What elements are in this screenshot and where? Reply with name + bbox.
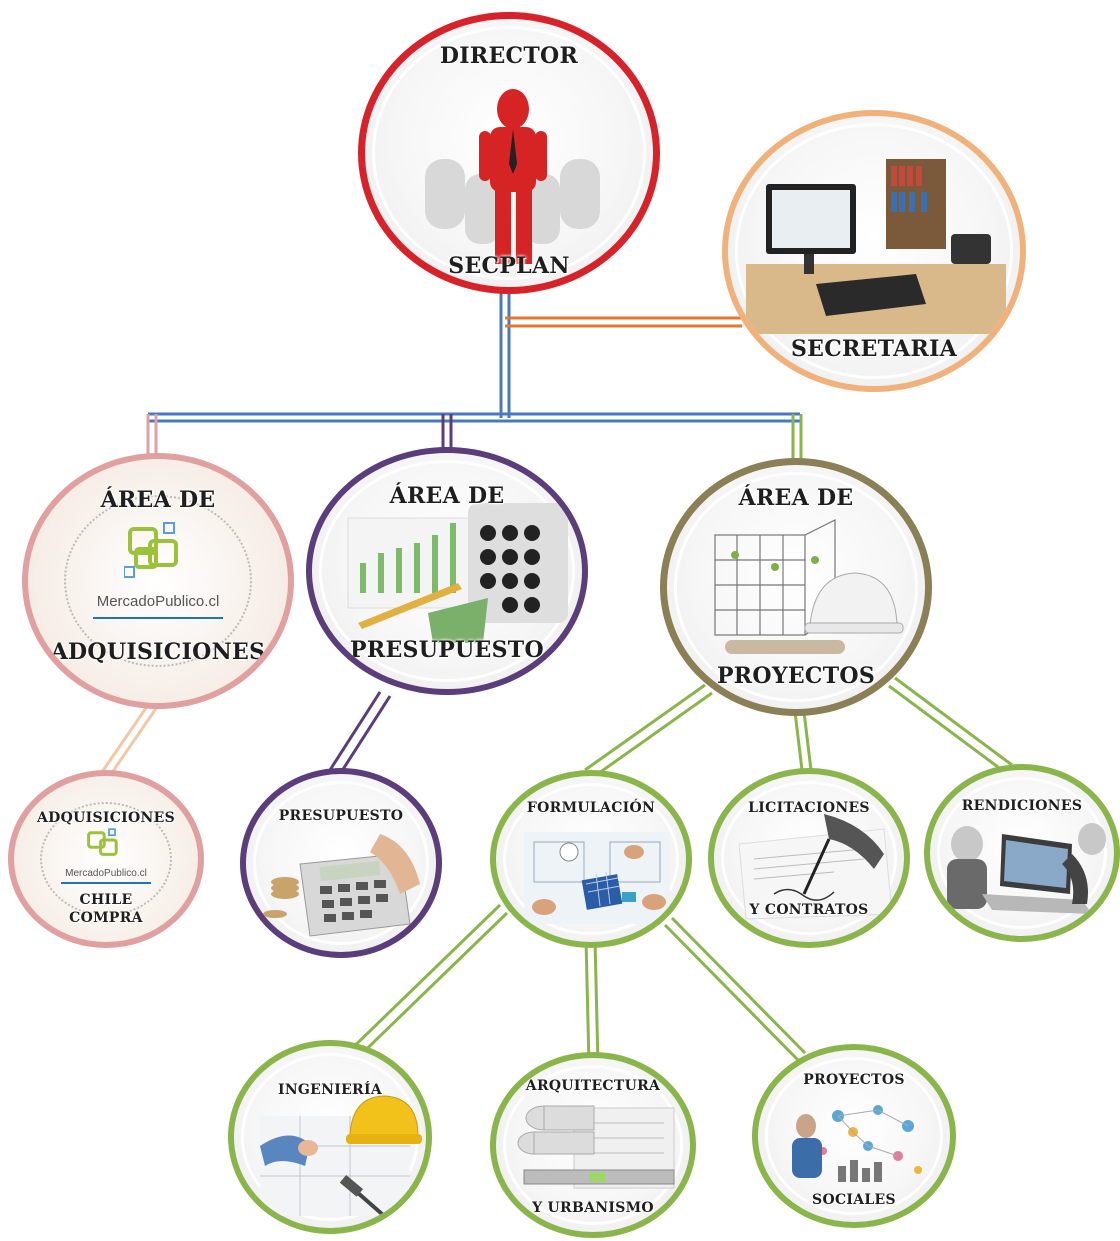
area-presupuesto-bottom: PRESUPUESTO bbox=[350, 637, 544, 663]
calculator-coins-icon bbox=[263, 834, 420, 937]
planning-meeting-icon bbox=[524, 832, 670, 924]
engineering-helmet-icon bbox=[260, 1095, 422, 1223]
mercadopublico-small-logo-bar bbox=[14, 882, 198, 884]
area-presupuesto-top: ÁREA DE bbox=[389, 483, 505, 509]
area-proyectos-node: ÁREA DE PROYECTOS bbox=[660, 458, 932, 716]
secretaria-title: SECRETARIA bbox=[790, 336, 958, 362]
mercadopublico-logo-icon bbox=[124, 522, 178, 578]
proyectos-sociales-top: PROYECTOS bbox=[803, 1072, 905, 1088]
formulacion-top: FORMULACIÓN bbox=[526, 800, 656, 816]
rendiciones-top: RENDICIONES bbox=[961, 798, 1083, 814]
formulacion-children-connectors bbox=[338, 903, 807, 1070]
licitaciones-bottom: Y CONTRATOS bbox=[749, 902, 869, 918]
area-adquisiciones-bottom: ADQUISICIONES bbox=[50, 639, 266, 665]
chile-compra-top: ADQUISICIONES bbox=[37, 810, 175, 826]
laptop-meeting-icon bbox=[947, 823, 1106, 914]
area-presupuesto-node: ÁREA DE PRESUPUESTO bbox=[306, 447, 588, 695]
adquisiciones-drop bbox=[146, 414, 158, 455]
arquitectura-node: ARQUITECTURA Y URBANISMO bbox=[490, 1052, 696, 1238]
formulacion-node: FORMULACIÓN bbox=[490, 770, 692, 948]
proyectos-sociales-node: PROYECTOS SOCIALES bbox=[752, 1044, 956, 1228]
mercadopublico-logo-bar bbox=[28, 613, 288, 619]
presupuesto-sub-node: PRESUPUESTO bbox=[240, 768, 442, 958]
director-node: DIRECTOR SECPLAN bbox=[358, 12, 660, 294]
signing-contract-icon bbox=[738, 814, 893, 920]
licitaciones-top: LICITACIONES bbox=[748, 800, 870, 816]
arquitectura-top: ARQUITECTURA bbox=[525, 1078, 661, 1094]
mercadopublico-small-logo-icon bbox=[87, 828, 118, 856]
secretaria-node: SECRETARIA bbox=[722, 110, 1026, 392]
areas-horizontal-bar bbox=[148, 412, 800, 423]
area-proyectos-bottom: PROYECTOS bbox=[716, 663, 876, 689]
budget-chart-calculator-icon bbox=[347, 503, 568, 643]
mercadopublico-small-logo-text: MercadoPublico.cl bbox=[65, 868, 147, 879]
blueprints-level-icon bbox=[517, 1105, 675, 1189]
director-subtitle: SECPLAN bbox=[448, 253, 570, 279]
chile-compra-connector bbox=[98, 704, 159, 778]
computer-desk-icon bbox=[746, 159, 1006, 334]
director-trunk bbox=[499, 292, 511, 418]
construction-plans-icon bbox=[714, 519, 904, 654]
presupuesto-sub-top: PRESUPUESTO bbox=[278, 808, 404, 824]
proyectos-drop bbox=[791, 414, 803, 462]
ingenieria-top: INGENIERÍA bbox=[277, 1082, 383, 1098]
area-adquisiciones-node: ÁREA DE MercadoPublico.cl ADQUISICIONES bbox=[22, 453, 294, 709]
arquitectura-bottom: Y URBANISMO bbox=[532, 1200, 654, 1216]
director-title: DIRECTOR bbox=[439, 43, 579, 69]
presupuesto-drop bbox=[441, 414, 453, 450]
secretaria-connector bbox=[505, 316, 742, 328]
proyectos-sociales-bottom: SOCIALES bbox=[812, 1192, 896, 1208]
area-adquisiciones-top: ÁREA DE bbox=[100, 487, 216, 513]
chile-compra-bottom-line1: CHILE bbox=[79, 892, 133, 908]
social-network-icon bbox=[792, 1105, 922, 1182]
area-proyectos-top: ÁREA DE bbox=[738, 485, 854, 511]
director-figure-icon bbox=[425, 89, 600, 264]
mercadopublico-logo-text: MercadoPublico.cl bbox=[96, 593, 220, 610]
presupuesto-sub-connector bbox=[328, 691, 392, 775]
chile-compra-bottom-line2: COMPRA bbox=[69, 910, 143, 926]
licitaciones-node: LICITACIONES Y CONTRATOS bbox=[708, 768, 910, 948]
chile-compra-node: ADQUISICIONES MercadoPublico.cl CHILE CO… bbox=[8, 770, 204, 948]
rendiciones-node: RENDICIONES bbox=[924, 764, 1120, 942]
ingenieria-node: INGENIERÍA bbox=[228, 1040, 432, 1234]
